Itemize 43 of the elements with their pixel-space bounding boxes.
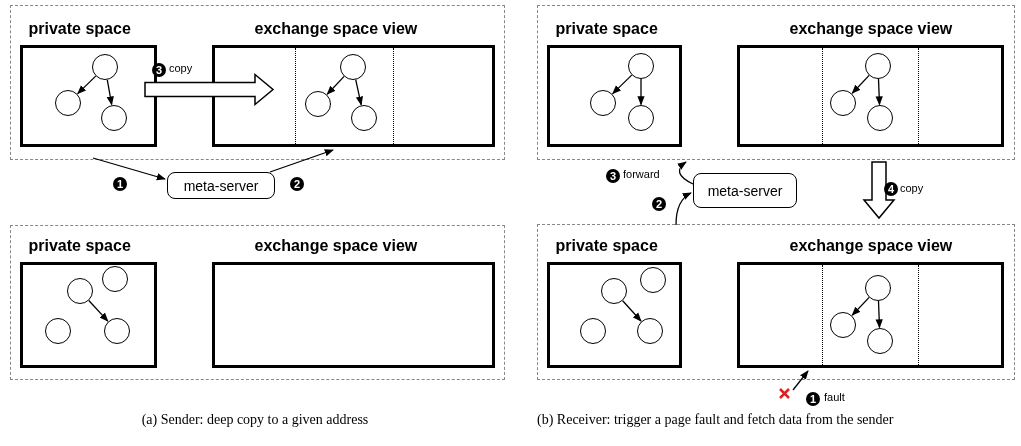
region-heading: exchange space view	[789, 19, 953, 38]
region-heading: private space	[28, 236, 131, 255]
server-node: meta-server	[167, 172, 275, 199]
arrow	[875, 300, 883, 329]
step-number: 3	[606, 169, 620, 183]
step-number: 1	[806, 392, 820, 406]
step-number: 2	[290, 177, 304, 191]
arrow	[875, 78, 883, 106]
step-number: 1	[113, 177, 127, 191]
region-heading: private space	[28, 19, 131, 38]
arrow	[326, 75, 345, 95]
server-node: meta-server	[693, 173, 797, 208]
region-heading: exchange space view	[789, 236, 953, 255]
caption: (b) Receiver: trigger a page fault and fetch data from the sender	[537, 412, 895, 428]
block-arrow	[144, 72, 275, 107]
arrow	[637, 78, 645, 106]
arrow	[675, 192, 692, 226]
arrow	[851, 296, 870, 316]
region-heading: exchange space view	[254, 19, 418, 38]
arrow	[622, 300, 642, 322]
arrow	[612, 74, 633, 95]
edge-label: fault	[823, 391, 846, 403]
arrow	[851, 74, 870, 94]
arrow	[88, 299, 109, 322]
dashed-frame	[537, 5, 1015, 160]
dashed-frame	[10, 225, 505, 380]
dashed-frame	[537, 224, 1015, 380]
caption: (a) Sender: deep copy to a given address	[140, 412, 370, 428]
region-heading: exchange space view	[254, 236, 418, 255]
arrow	[269, 149, 334, 173]
block-arrow	[862, 161, 896, 220]
arrow	[355, 79, 363, 106]
arrow	[106, 79, 114, 106]
step-number: 3	[152, 63, 166, 77]
arrow	[792, 370, 809, 391]
step-number: 2	[652, 197, 666, 211]
region-heading: private space	[555, 19, 658, 38]
arrow	[677, 161, 694, 185]
arrow	[92, 157, 166, 181]
edge-label: forward	[622, 168, 661, 180]
region-heading: private space	[555, 236, 658, 255]
arrow	[77, 75, 97, 95]
step-number: 4	[884, 182, 898, 196]
